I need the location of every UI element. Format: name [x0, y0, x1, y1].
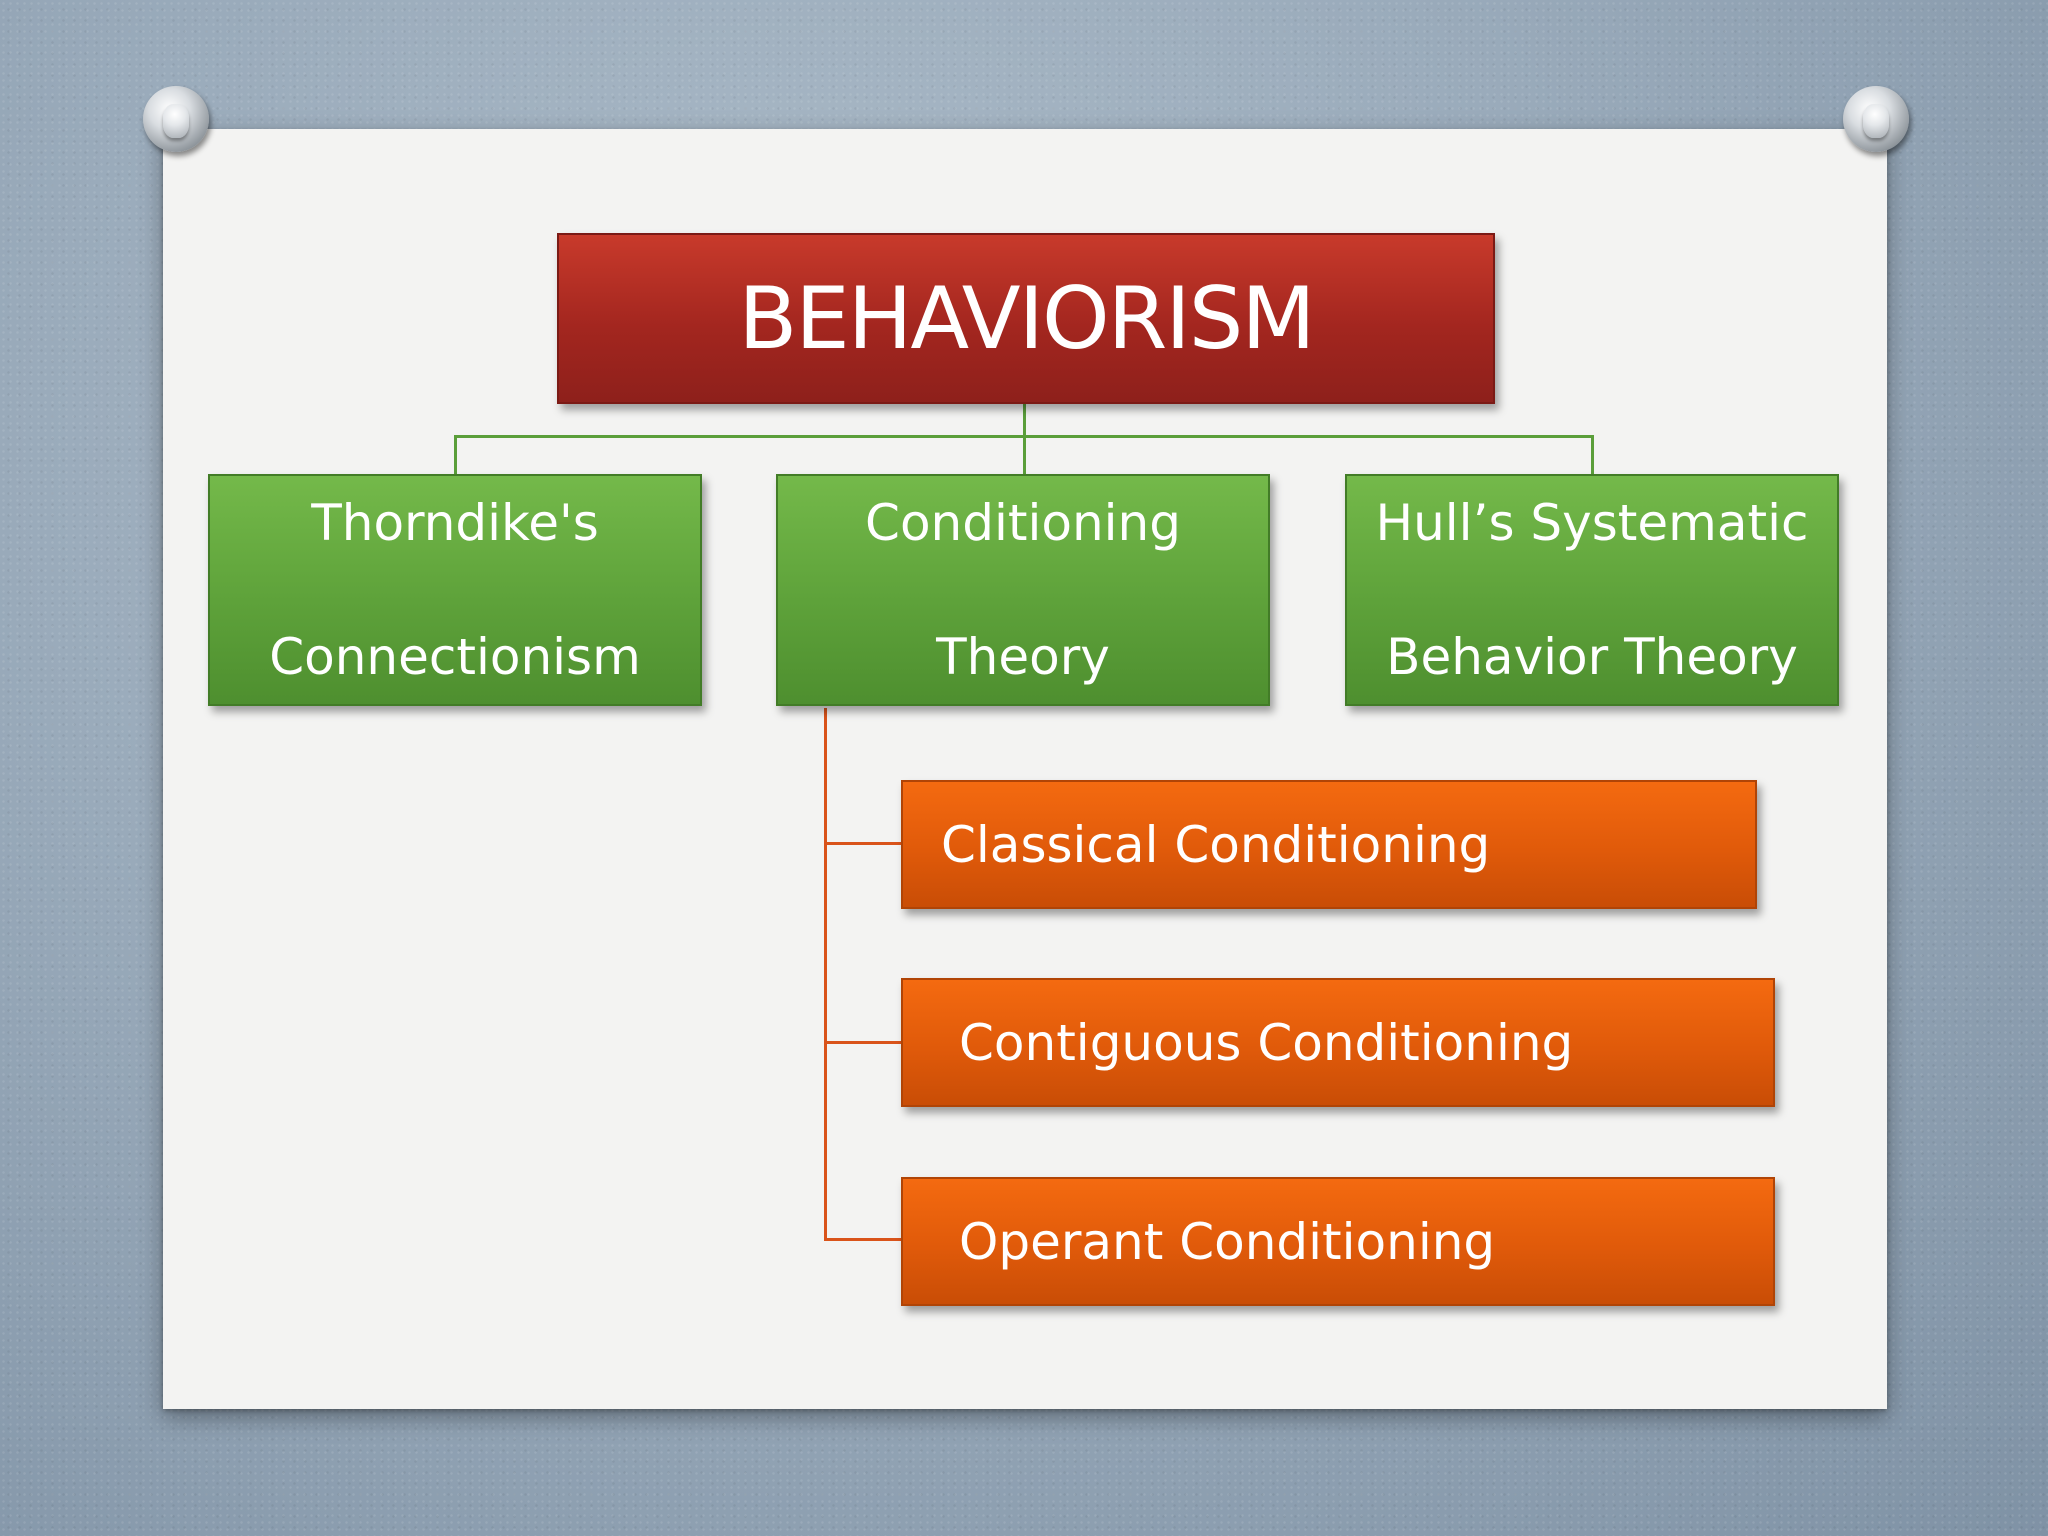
connector-horizontal — [454, 435, 1594, 438]
connector-left-drop — [454, 435, 457, 474]
node-label: Contiguous Conditioning — [959, 1014, 1573, 1072]
node-label-line1: Hull’s Systematic — [1376, 490, 1809, 556]
connector-operant — [824, 1238, 901, 1241]
node-label: Operant Conditioning — [959, 1213, 1495, 1271]
connector-classical — [824, 842, 901, 845]
node-label: Classical Conditioning — [941, 816, 1490, 874]
connector-contiguous — [824, 1041, 901, 1044]
root-node-label: BEHAVIORISM — [738, 269, 1313, 369]
node-classical-conditioning: Classical Conditioning — [901, 780, 1757, 909]
root-node-behaviorism: BEHAVIORISM — [557, 233, 1495, 404]
node-label-line2: Behavior Theory — [1386, 624, 1798, 690]
connector-right-drop — [1591, 435, 1594, 474]
node-operant-conditioning: Operant Conditioning — [901, 1177, 1775, 1306]
node-label-line2: Theory — [936, 624, 1110, 690]
node-label-line2: Connectionism — [269, 624, 641, 690]
pushpin-icon — [143, 86, 213, 166]
pushpin-icon — [1843, 86, 1913, 166]
node-label-line1: Thorndike's — [311, 490, 599, 556]
node-label-line1: Conditioning — [865, 490, 1181, 556]
node-hull-systematic-behavior-theory: Hull’s Systematic Behavior Theory — [1345, 474, 1839, 706]
node-thorndike-connectionism: Thorndike's Connectionism — [208, 474, 702, 706]
node-conditioning-theory: Conditioning Theory — [776, 474, 1270, 706]
node-contiguous-conditioning: Contiguous Conditioning — [901, 978, 1775, 1107]
connector-conditioning-trunk — [824, 708, 827, 1240]
